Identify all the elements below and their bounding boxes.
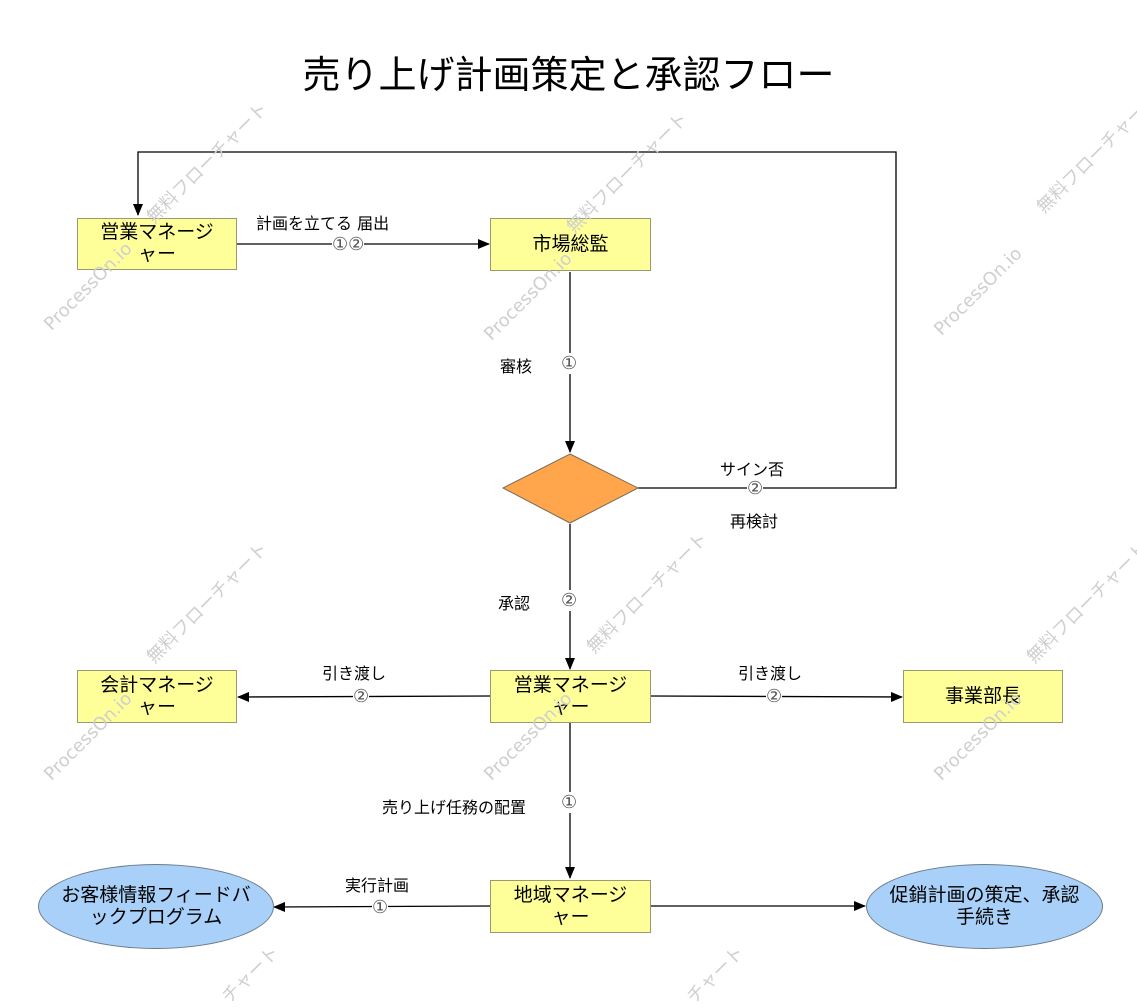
node-customer-feedback[interactable]: お客様情報フィードバックプログラム	[38, 864, 274, 949]
node-label: 事業部長	[944, 684, 1021, 707]
edge-label-handover-right: 引き渡し	[738, 664, 803, 683]
edge-label-plan-submit: 計画を立てる 届出	[256, 214, 390, 233]
node-label: 促銷計画の策定、承認手続き	[889, 883, 1080, 928]
decision-diamond	[501, 453, 640, 524]
node-business-head[interactable]: 事業部長	[903, 670, 1063, 723]
edge-num-review: ①	[561, 353, 578, 374]
node-market-director[interactable]: 市場総監	[490, 218, 651, 271]
node-sales-manager-top[interactable]: 営業マネージャー	[77, 218, 237, 270]
node-label: 営業マネージャー	[513, 673, 628, 718]
node-label: 営業マネージャー	[100, 221, 214, 265]
edge-label-review: 審核	[500, 357, 533, 376]
node-sales-manager-mid[interactable]: 営業マネージャー	[490, 670, 651, 723]
edge-label-approve: 承認	[498, 594, 531, 613]
edge-reject-loop	[133, 151, 897, 489]
edge-num-reject: ②	[747, 478, 764, 499]
edge-label-handover-left: 引き渡し	[322, 664, 387, 683]
edge-num-handover-left: ②	[353, 686, 370, 707]
edge-num-approve: ②	[561, 590, 578, 611]
edge-label-reject-top: サイン否	[720, 460, 785, 479]
edge-num-handover-right: ②	[766, 686, 783, 707]
page-title: 売り上げ計画策定と承認フロー	[302, 53, 835, 97]
edge-label-assign: 売り上げ任務の配置	[382, 798, 527, 817]
node-accounting-manager[interactable]: 会計マネージャー	[77, 670, 237, 723]
edge-num-assign: ①	[561, 792, 578, 813]
edge-label-reject-bottom: 再検討	[730, 512, 779, 531]
node-label: お客様情報フィードバックプログラム	[61, 883, 251, 928]
edge-num-execute: ①	[372, 897, 389, 918]
node-label: 市場総監	[532, 232, 609, 255]
edge-label-execute: 実行計画	[345, 876, 410, 895]
node-promotion-plan[interactable]: 促銷計画の策定、承認手続き	[866, 864, 1103, 949]
node-label: 地域マネージャー	[513, 883, 628, 928]
node-regional-manager[interactable]: 地域マネージャー	[490, 880, 651, 933]
edge-num-plan-submit: ①②	[332, 234, 365, 255]
node-label: 会計マネージャー	[100, 673, 214, 718]
